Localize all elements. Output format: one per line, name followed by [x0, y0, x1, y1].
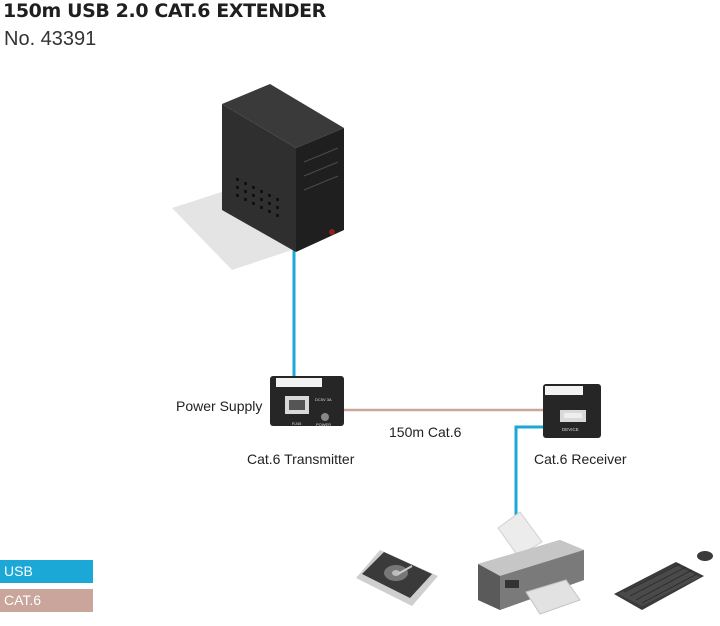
device-port-label: DEVICE	[562, 427, 579, 432]
keyboard-icon	[614, 562, 704, 610]
dc-input-label: DC5V 3A	[315, 397, 332, 402]
power-port-label: POWER	[316, 422, 331, 427]
transmitter-device: RJ45 DC5V 3A POWER	[270, 376, 344, 427]
receiver-device: DEVICE	[543, 384, 601, 438]
page-title: 150m USB 2.0 CAT.6 EXTENDER	[3, 0, 326, 22]
printer-icon	[478, 511, 584, 615]
receiver-label: Cat.6 Receiver	[534, 451, 627, 467]
power-jack	[321, 413, 329, 421]
rj45-port-label: RJ45	[292, 421, 302, 426]
legend-usb-label: USB	[4, 563, 33, 579]
cable-length-label: 150m Cat.6	[389, 424, 462, 440]
power-supply-label: Power Supply	[176, 398, 263, 414]
legend-cat6: CAT.6	[0, 589, 93, 612]
pc-tower-shadow	[172, 190, 292, 270]
hard-drive-icon	[356, 550, 438, 606]
mouse-icon	[697, 551, 713, 561]
pc-tower-icon	[222, 84, 344, 252]
legend-usb: USB	[0, 560, 93, 583]
transmitter-label: Cat.6 Transmitter	[247, 451, 355, 467]
model-number: No. 43391	[4, 28, 97, 50]
usb-cable-receiver-to-printer	[514, 425, 545, 532]
legend-cat6-label: CAT.6	[4, 592, 42, 608]
